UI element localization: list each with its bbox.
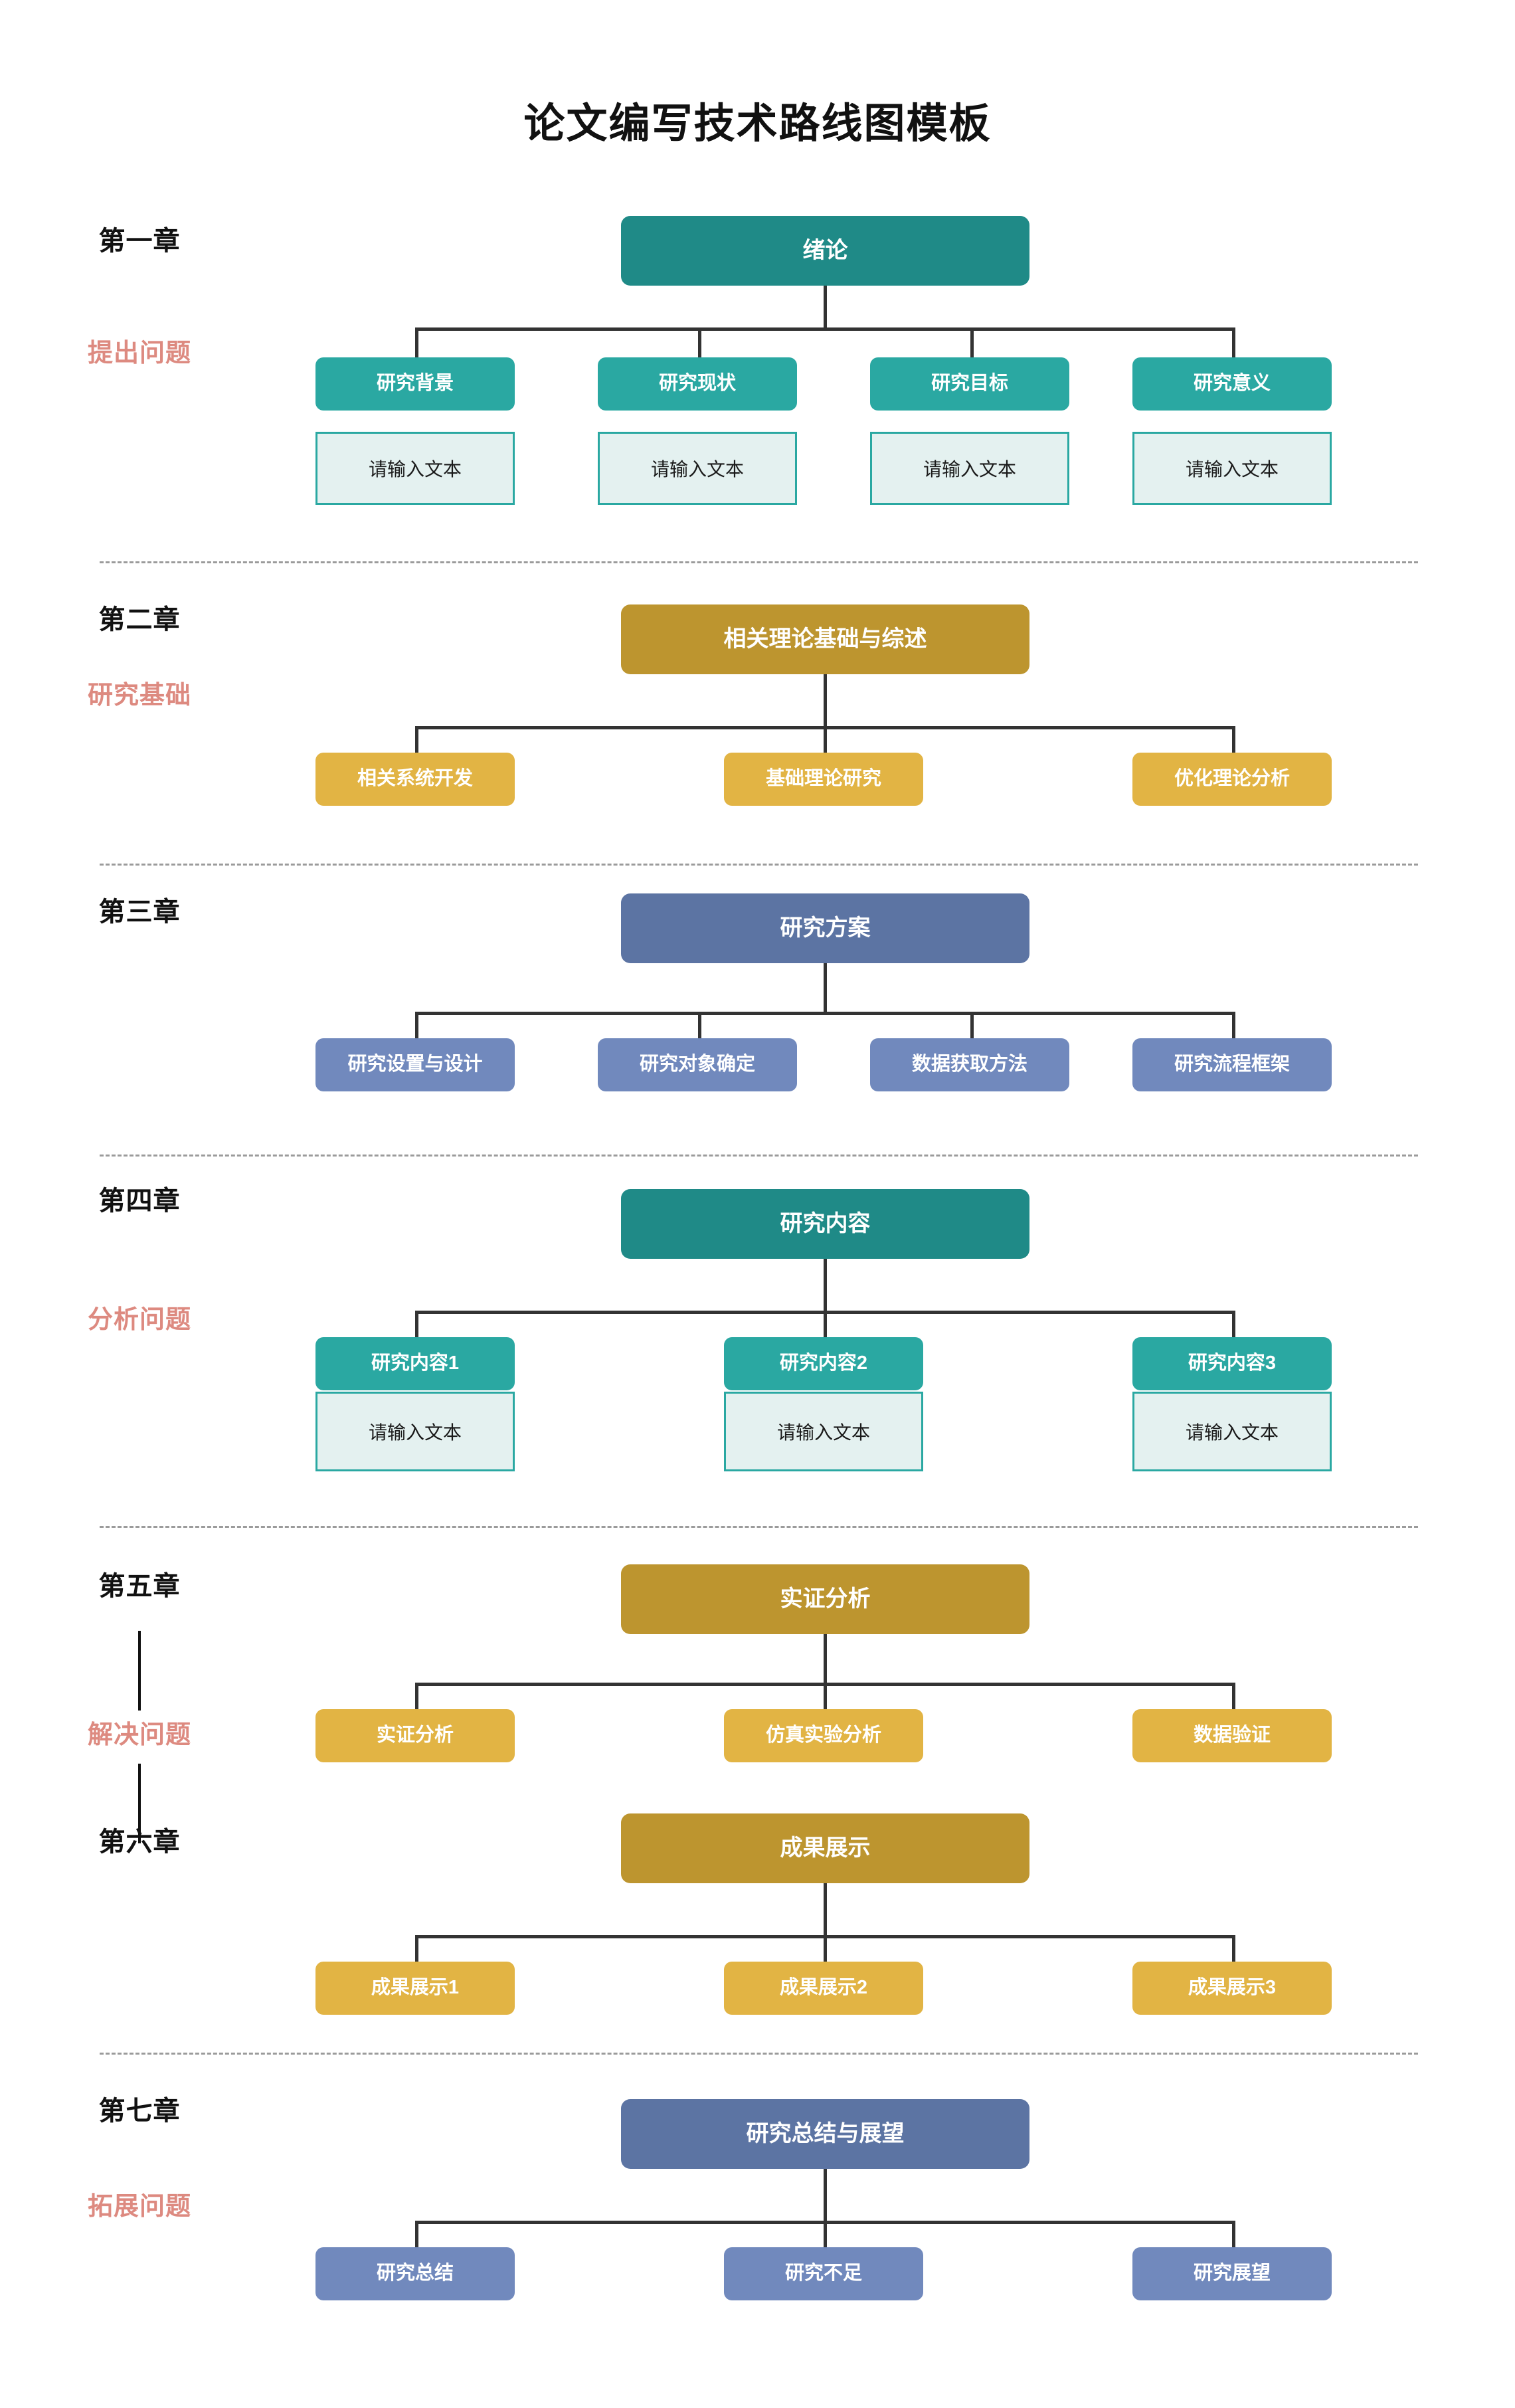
connector-drop-3-1 [415,1012,418,1038]
node-child-2-3[interactable]: 优化理论分析 [1132,753,1332,806]
node-child-3-1[interactable]: 研究设置与设计 [315,1038,515,1091]
input-box-1-3[interactable]: 请输入文本 [870,432,1069,505]
connector-drop-5-3 [1232,1683,1235,1709]
node-head-1[interactable]: 绪论 [621,216,1029,286]
chapter-label-4: 第四章 [98,1186,181,1216]
node-child-3-4[interactable]: 研究流程框架 [1132,1038,1332,1091]
connector-drop-2-2 [824,726,827,753]
node-head-4[interactable]: 研究内容 [621,1189,1029,1259]
node-child-1-4[interactable]: 研究意义 [1132,357,1332,411]
connector-drop-7-2 [824,2221,827,2247]
node-child-3-3[interactable]: 数据获取方法 [870,1038,1069,1091]
gutter-connector-lower [138,1764,141,1843]
section-separator-1 [100,561,1418,563]
node-child-3-2[interactable]: 研究对象确定 [598,1038,797,1091]
node-child-6-3[interactable]: 成果展示3 [1132,1962,1332,2015]
chapter-label-6: 第六章 [98,1827,181,1857]
phase-label-2: 研究基础 [87,682,191,709]
node-child-4-3[interactable]: 研究内容3 [1132,1337,1332,1390]
connector-drop-1-2 [698,327,701,357]
node-child-4-2[interactable]: 研究内容2 [724,1337,923,1390]
input-box-4-2[interactable]: 请输入文本 [724,1392,923,1471]
node-child-5-3[interactable]: 数据验证 [1132,1709,1332,1762]
connector-drop-6-1 [415,1935,418,1962]
node-head-3[interactable]: 研究方案 [621,893,1029,963]
connector-drop-5-2 [824,1683,827,1709]
connector-drop-3-2 [698,1012,701,1038]
input-box-1-4[interactable]: 请输入文本 [1132,432,1332,505]
node-child-6-2[interactable]: 成果展示2 [724,1962,923,2015]
connector-trunk-3 [824,963,827,1013]
phase-label-4: 分析问题 [87,1306,191,1334]
phase-label-5: 解决问题 [87,1721,191,1749]
connector-drop-4-1 [415,1311,418,1337]
node-child-7-2[interactable]: 研究不足 [724,2247,923,2300]
connector-trunk-7 [824,2169,827,2222]
node-child-7-1[interactable]: 研究总结 [315,2247,515,2300]
node-child-5-1[interactable]: 实证分析 [315,1709,515,1762]
chapter-label-7: 第七章 [98,2096,181,2126]
input-box-4-1[interactable]: 请输入文本 [315,1392,515,1471]
node-child-6-1[interactable]: 成果展示1 [315,1962,515,2015]
input-box-1-2[interactable]: 请输入文本 [598,432,797,505]
connector-drop-6-2 [824,1935,827,1962]
connector-drop-1-1 [415,327,418,357]
section-separator-2 [100,864,1418,866]
connector-drop-3-3 [970,1012,974,1038]
input-box-4-3[interactable]: 请输入文本 [1132,1392,1332,1471]
page-title: 论文编写技术路线图模板 [523,101,992,147]
node-child-1-1[interactable]: 研究背景 [315,357,515,411]
connector-drop-2-1 [415,726,418,753]
section-separator-4 [100,1526,1418,1528]
gutter-connector-upper [138,1631,141,1711]
node-child-1-3[interactable]: 研究目标 [870,357,1069,411]
section-separator-6 [100,2053,1418,2055]
connector-drop-5-1 [415,1683,418,1709]
connector-bar-1 [415,327,1235,331]
connector-trunk-2 [824,674,827,727]
node-child-5-2[interactable]: 仿真实验分析 [724,1709,923,1762]
connector-drop-4-3 [1232,1311,1235,1337]
connector-drop-3-4 [1232,1012,1235,1038]
connector-drop-6-3 [1232,1935,1235,1962]
connector-trunk-6 [824,1883,827,1936]
connector-trunk-4 [824,1259,827,1312]
connector-trunk-1 [824,286,827,329]
node-head-5[interactable]: 实证分析 [621,1564,1029,1634]
node-head-2[interactable]: 相关理论基础与综述 [621,604,1029,674]
node-child-2-2[interactable]: 基础理论研究 [724,753,923,806]
phase-label-1: 提出问题 [87,339,191,367]
node-child-4-1[interactable]: 研究内容1 [315,1337,515,1390]
connector-bar-3 [415,1012,1235,1015]
node-head-6[interactable]: 成果展示 [621,1813,1029,1883]
connector-drop-7-1 [415,2221,418,2247]
node-child-1-2[interactable]: 研究现状 [598,357,797,411]
chapter-label-1: 第一章 [98,227,181,256]
connector-trunk-5 [824,1634,827,1684]
chapter-label-3: 第三章 [98,897,181,927]
connector-drop-4-2 [824,1311,827,1337]
node-child-7-3[interactable]: 研究展望 [1132,2247,1332,2300]
section-separator-3 [100,1155,1418,1157]
connector-drop-2-3 [1232,726,1235,753]
node-child-2-1[interactable]: 相关系统开发 [315,753,515,806]
connector-drop-1-3 [970,327,974,357]
connector-drop-7-3 [1232,2221,1235,2247]
connector-drop-1-4 [1232,327,1235,357]
phase-label-7: 拓展问题 [87,2193,191,2221]
chapter-label-5: 第五章 [98,1572,181,1601]
chapter-label-2: 第二章 [98,605,181,634]
node-head-7[interactable]: 研究总结与展望 [621,2099,1029,2169]
input-box-1-1[interactable]: 请输入文本 [315,432,515,505]
